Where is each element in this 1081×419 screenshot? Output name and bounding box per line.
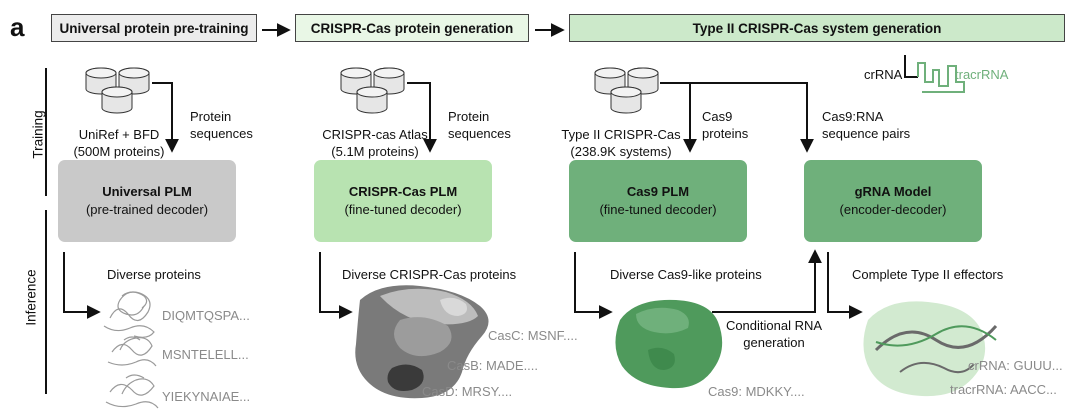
- output-label-cas9-like-proteins: Diverse Cas9-like proteins: [610, 267, 762, 282]
- training-arrow-1: [152, 82, 179, 153]
- dataset-size: (500M proteins): [73, 144, 165, 159]
- edge-label-line: sequences: [190, 126, 253, 141]
- crrna-glyph: [904, 55, 918, 78]
- inference-arrow-1: [63, 252, 101, 319]
- sequence-text-casd: CasD: MRSY....: [422, 384, 513, 399]
- stage-box-pretraining: Universal protein pre-training: [51, 14, 257, 42]
- dataset-size: (5.1M proteins): [331, 144, 419, 159]
- database-icon-2: [340, 67, 405, 114]
- model-subtitle: (fine-tuned decoder): [344, 202, 462, 217]
- output-label-diverse-proteins: Diverse proteins: [107, 267, 201, 282]
- database-icon-3: [594, 67, 659, 114]
- protein-structure-1: [103, 291, 155, 338]
- model-grna: gRNA Model (encoder-decoder): [804, 160, 982, 242]
- panel-letter: a: [10, 12, 25, 42]
- complete-effector-structure: [863, 301, 998, 397]
- edge-label-line: Protein: [190, 109, 232, 124]
- model-name: gRNA Model: [854, 184, 932, 199]
- crispr-cas-complex: [355, 285, 489, 399]
- dataset-label-crispr-atlas: CRISPR-cas Atlas (5.1M proteins): [310, 126, 440, 160]
- dataset-size: (238.9K systems): [570, 144, 672, 159]
- dataset-label-type2: Type II CRISPR-Cas (238.9K systems): [556, 126, 686, 160]
- training-arrow-3: [660, 82, 814, 153]
- tracrrna-glyph: [917, 62, 965, 93]
- sequence-text-2: MSNTELELL...: [162, 347, 249, 362]
- edge-label-line: Cas9:RNA: [822, 109, 884, 124]
- dataset-name: Type II CRISPR-Cas: [561, 127, 681, 142]
- edge-label-cas9-rna-pairs: Cas9:RNA sequence pairs: [822, 108, 910, 142]
- model-universal-plm: Universal PLM (pre-trained decoder): [58, 160, 236, 242]
- crrna-label: crRNA: [864, 67, 903, 82]
- edge-label-line: sequence pairs: [822, 126, 911, 141]
- sequence-text-3: YIEKYNAIAE...: [162, 389, 251, 404]
- model-crispr-cas-plm: CRISPR-Cas PLM (fine-tuned decoder): [314, 160, 492, 242]
- edge-label-line: Cas9: [702, 109, 733, 124]
- model-name: CRISPR-Cas PLM: [348, 184, 458, 199]
- dataset-name: UniRef + BFD: [78, 127, 160, 142]
- sequence-text-cas9: Cas9: MDKKY....: [708, 384, 805, 399]
- model-name: Universal PLM: [102, 184, 192, 199]
- stage-box-type2-generation: Type II CRISPR-Cas system generation: [569, 14, 1065, 42]
- training-arrow-2: [407, 82, 437, 153]
- output-label-complete-effectors: Complete Type II effectors: [852, 267, 1004, 282]
- inference-arrow-3: [574, 252, 613, 319]
- model-cas9-plm: Cas9 PLM (fine-tuned decoder): [569, 160, 747, 242]
- edge-label-line: Protein: [448, 109, 490, 124]
- edge-label-line: Conditional RNA: [725, 318, 823, 333]
- edge-label-protein-seq-1: Protein sequences: [190, 108, 253, 142]
- stage-box-crispr-cas-generation: CRISPR-Cas protein generation: [295, 14, 529, 42]
- cas9-structure: [615, 299, 723, 389]
- edge-label-line: generation: [743, 335, 805, 350]
- protein-structure-3: [105, 374, 159, 409]
- dataset-name: CRISPR-cas Atlas: [322, 127, 428, 142]
- inference-arrow-2: [319, 252, 353, 319]
- model-name: Cas9 PLM: [626, 184, 690, 199]
- dataset-label-uniref: UniRef + BFD (500M proteins): [54, 126, 184, 160]
- edge-label-line: sequences: [448, 126, 511, 141]
- edge-label-line: proteins: [702, 126, 749, 141]
- sequence-text-crrna: crRNA: GUUU...: [968, 358, 1063, 373]
- edge-label-conditional-rna: Conditional RNA generation: [722, 317, 826, 351]
- model-subtitle: (fine-tuned decoder): [599, 202, 717, 217]
- sequence-text-casc: CasC: MSNF....: [488, 328, 578, 343]
- protein-structure-2: [107, 336, 157, 367]
- edge-label-cas9-proteins: Cas9 proteins: [702, 108, 748, 142]
- model-subtitle: (pre-trained decoder): [85, 202, 209, 217]
- sequence-text-1: DIQMTQSPA...: [162, 308, 250, 323]
- sequence-text-tracrrna: tracrRNA: AACC...: [950, 382, 1057, 397]
- tracrrna-label: tracrRNA: [955, 67, 1009, 82]
- sequence-text-casb: CasB: MADE....: [447, 358, 539, 373]
- inference-arrow-4: [827, 252, 863, 319]
- conditional-rna-arrow: [712, 249, 822, 313]
- output-label-crispr-cas-proteins: Diverse CRISPR-Cas proteins: [342, 267, 517, 282]
- model-subtitle: (encoder-decoder): [839, 202, 947, 217]
- edge-label-protein-seq-2: Protein sequences: [448, 108, 511, 142]
- database-icon-1: [85, 67, 150, 114]
